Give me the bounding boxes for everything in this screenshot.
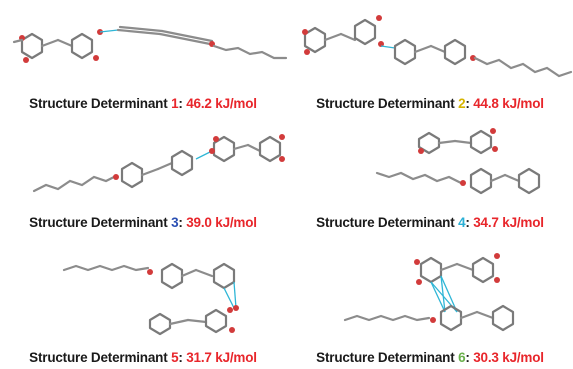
molecule-pair-3 (32, 134, 285, 193)
molecule-b (148, 305, 239, 336)
molecule-b (116, 25, 288, 60)
contact-line (223, 287, 235, 309)
contact-line (380, 45, 396, 49)
panel-4: Structure Determinant 4: 34.7 kJ/mol (287, 123, 573, 246)
molecule-a (414, 253, 500, 285)
molecule-a (417, 128, 498, 155)
molecule-pair-6 (343, 253, 515, 332)
molecule-b (343, 304, 515, 332)
panel-6: Structure Determinant 6: 30.3 kJ/mol (287, 246, 573, 369)
caption-1: Structure Determinant 1: 46.2 kJ/mol (29, 96, 257, 111)
caption-label: Structure Determinant (29, 350, 172, 365)
caption-label: Structure Determinant (29, 215, 172, 230)
determinant-number: 6 (458, 350, 466, 365)
contact-line (99, 29, 119, 33)
molecule-pair-2 (302, 15, 573, 78)
determinant-number: 5 (171, 350, 179, 365)
caption-label: Structure Determinant (316, 96, 459, 111)
caption-5: Structure Determinant 5: 31.7 kJ/mol (29, 350, 257, 365)
molecule-a (32, 149, 194, 193)
caption-label: Structure Determinant (316, 350, 459, 365)
molecule-b (393, 38, 573, 78)
molecule-a (12, 29, 103, 63)
caption-4: Structure Determinant 4: 34.7 kJ/mol (316, 215, 544, 230)
caption-6: Structure Determinant 6: 30.3 kJ/mol (316, 350, 544, 365)
energy-value: 34.7 kJ/mol (473, 215, 544, 230)
panel-5: Structure Determinant 5: 31.7 kJ/mol (0, 246, 286, 369)
molecule-a (302, 15, 384, 55)
caption-3: Structure Determinant 3: 39.0 kJ/mol (29, 215, 257, 230)
energy-value: 46.2 kJ/mol (186, 96, 257, 111)
determinant-number: 4 (458, 215, 466, 230)
determinant-number: 1 (171, 96, 179, 111)
determinant-number: 3 (171, 215, 179, 230)
molecule-pair-4 (375, 128, 541, 195)
molecule-a (62, 262, 236, 290)
molecule-b (209, 134, 285, 163)
caption-2: Structure Determinant 2: 44.8 kJ/mol (316, 96, 544, 111)
panel-3: Structure Determinant 3: 39.0 kJ/mol (0, 123, 286, 246)
determinant-number: 2 (458, 96, 466, 111)
energy-value: 31.7 kJ/mol (186, 350, 257, 365)
energy-value: 30.3 kJ/mol (473, 350, 544, 365)
molecule-pair-1 (12, 25, 288, 63)
molecule-b (375, 167, 541, 195)
contact-line (233, 281, 237, 309)
energy-value: 39.0 kJ/mol (186, 215, 257, 230)
molecule-pair-5 (62, 262, 239, 336)
panel-2: Structure Determinant 2: 44.8 kJ/mol (287, 0, 573, 123)
panel-1: Structure Determinant 1: 46.2 kJ/mol (0, 0, 288, 123)
energy-value: 44.8 kJ/mol (473, 96, 544, 111)
caption-label: Structure Determinant (316, 215, 459, 230)
caption-label: Structure Determinant (29, 96, 172, 111)
